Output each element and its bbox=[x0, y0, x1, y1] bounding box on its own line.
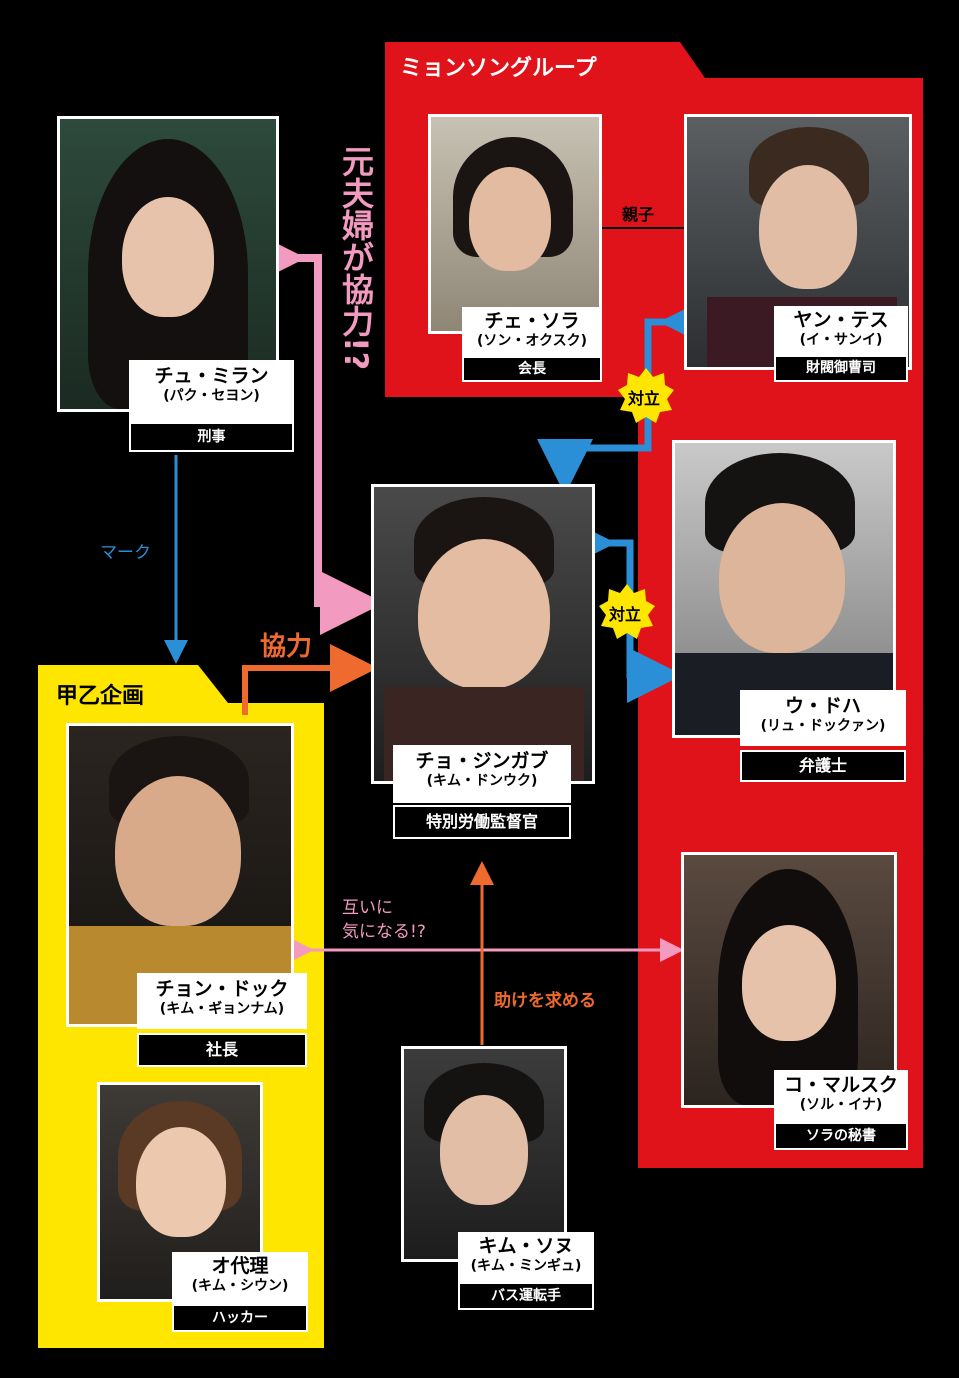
ex-couple-label: 元夫婦が協力!? bbox=[337, 145, 375, 371]
oppose-badge-1 bbox=[618, 368, 674, 423]
parent-child-label: 親子 bbox=[622, 205, 655, 224]
o-daeri-role: ハッカー bbox=[172, 1304, 308, 1332]
ex-couple-arrow bbox=[242, 226, 384, 635]
woo-doha-namebox: ウ・ドハ(リュ・ドックァン) bbox=[740, 690, 906, 746]
go-malsuk-namebox: コ・マルスク(ソル・イナ) bbox=[774, 1070, 908, 1122]
oppose-arrow-1 bbox=[537, 294, 715, 495]
gapeul-group-title: 甲乙企画 bbox=[56, 684, 145, 709]
choi-sora-photo bbox=[428, 114, 602, 334]
oppose-badge-2 bbox=[599, 584, 655, 639]
mark-label: マーク bbox=[100, 543, 151, 563]
cheon-deokgu-role: 社長 bbox=[137, 1033, 307, 1067]
seek-help-label: 助けを求める bbox=[494, 991, 596, 1011]
yang-taesu-role: 財閥御曹司 bbox=[774, 355, 908, 382]
choi-sora-namebox: チェ・ソラ(ソン・オクスク) bbox=[462, 307, 602, 357]
go-malsuk-role: ソラの秘書 bbox=[774, 1122, 908, 1150]
kim-seonu-role: バス運転手 bbox=[458, 1282, 594, 1310]
jo-jingap-namebox: チョ・ジンガブ(キム・ドンウク) bbox=[393, 745, 571, 803]
ju-miran-role: 刑事 bbox=[129, 422, 294, 452]
cheon-deokgu-namebox: チョン・ドック(キム・ギョンナム) bbox=[137, 973, 307, 1029]
myeongsung-group-title: ミョンソングループ bbox=[400, 56, 597, 81]
o-daeri-namebox: オ代理(キム・シウン) bbox=[172, 1252, 308, 1304]
yang-taesu-namebox: ヤン・テス(イ・サンイ) bbox=[774, 306, 908, 356]
go-malsuk-photo bbox=[681, 852, 897, 1108]
oppose-badge-1-text: 対立 bbox=[628, 389, 661, 408]
kim-seonu-namebox: キム・ソヌ(キム・ミンギュ) bbox=[458, 1232, 594, 1282]
ju-miran-namebox: チュ・ミラン(パク・セヨン) bbox=[129, 360, 294, 422]
cooperate-arrow bbox=[242, 644, 378, 715]
mutual-interest-label: 互いに 気になる!? bbox=[342, 898, 426, 942]
oppose-badge-2-text: 対立 bbox=[609, 605, 642, 624]
cooperate-label: 協力 bbox=[260, 632, 313, 662]
kim-seonu-photo bbox=[401, 1046, 567, 1262]
woo-doha-role: 弁護士 bbox=[740, 750, 906, 782]
jo-jingap-photo bbox=[371, 484, 595, 784]
choi-sora-role: 会長 bbox=[462, 356, 602, 382]
jo-jingap-role: 特別労働監督官 bbox=[393, 805, 571, 839]
woo-doha-photo bbox=[672, 440, 896, 738]
